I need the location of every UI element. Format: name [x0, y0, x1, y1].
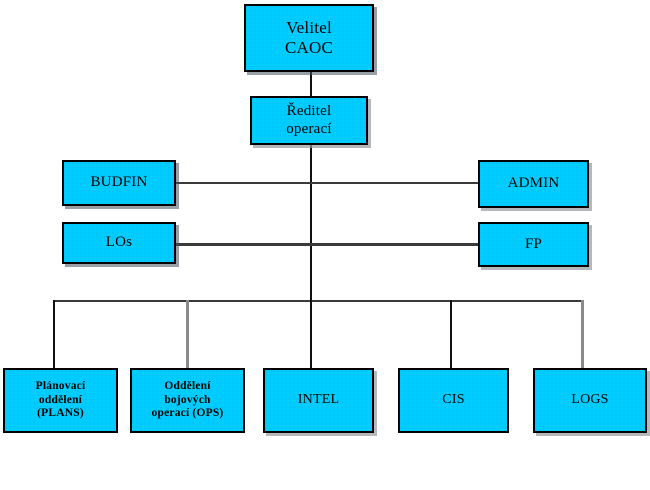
connector-drop-ops: [186, 300, 189, 368]
node-cis[interactable]: CIS: [398, 368, 509, 433]
node-ops-director[interactable]: Ředitel operací: [250, 96, 368, 145]
node-intel[interactable]: INTEL: [263, 368, 374, 433]
connector-commander-to-ops-director: [310, 71, 312, 98]
node-los[interactable]: LOs: [62, 222, 176, 264]
connector-drop-plans: [53, 300, 55, 368]
connector-budfin-admin: [175, 182, 479, 184]
node-ops[interactable]: Oddělení bojových operací (OPS): [130, 368, 245, 433]
connector-bus-horizontal: [53, 300, 583, 302]
connector-drop-cis: [450, 300, 452, 368]
connector-trunk-main: [310, 144, 312, 302]
node-plans[interactable]: Plánovací oddělení (PLANS): [3, 368, 118, 433]
node-intel-label: INTEL: [297, 392, 340, 408]
node-budfin-label: BUDFIN: [90, 174, 148, 191]
node-fp-label: FP: [524, 235, 543, 252]
node-commander[interactable]: Velitel CAOC: [244, 4, 374, 72]
node-admin-label: ADMIN: [507, 175, 560, 192]
node-fp[interactable]: FP: [478, 222, 589, 267]
node-ops-label: Oddělení bojových operací (OPS): [151, 380, 224, 420]
node-ops-director-label: Ředitel operací: [286, 102, 332, 137]
connector-los-fp: [175, 243, 479, 246]
node-plans-label: Plánovací oddělení (PLANS): [35, 380, 86, 420]
node-los-label: LOs: [105, 234, 133, 251]
node-commander-label: Velitel CAOC: [284, 17, 334, 57]
connector-drop-logs: [581, 300, 584, 368]
node-budfin[interactable]: BUDFIN: [62, 160, 176, 206]
node-admin[interactable]: ADMIN: [478, 160, 589, 208]
node-logs[interactable]: LOGS: [533, 368, 647, 433]
connector-drop-intel: [310, 300, 312, 368]
node-logs-label: LOGS: [571, 392, 609, 408]
node-cis-label: CIS: [442, 392, 465, 408]
